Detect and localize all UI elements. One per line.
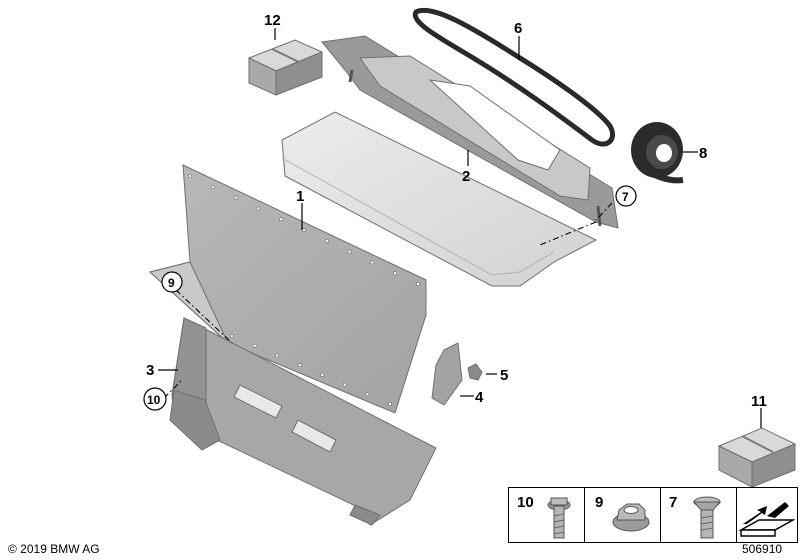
flange-bolt-icon (547, 497, 571, 539)
part-4-bracket (431, 342, 463, 406)
legend-item-10: 10 (509, 488, 585, 542)
part-8-tape-roll (631, 122, 684, 184)
fastener-legend: 10 9 7 (508, 487, 798, 543)
callout-9: 9 (168, 276, 175, 290)
part-3-bracket (169, 317, 437, 526)
legend-number: 7 (669, 494, 678, 511)
image-number: 506910 (742, 542, 783, 556)
part-5-clip (467, 363, 483, 381)
rivet-hole (302, 228, 306, 232)
callout-10: 10 (147, 393, 161, 407)
direction-arrow-icon (738, 502, 795, 537)
rivet-hole (210, 184, 215, 189)
callout-8: 8 (699, 145, 707, 162)
rivet-hole (252, 343, 257, 348)
callout-2: 2 (462, 168, 470, 185)
leader-lines (158, 28, 762, 428)
callout-7: 7 (622, 190, 629, 204)
callout-5: 5 (500, 367, 508, 384)
rivet-hole (279, 217, 284, 222)
legend-number: 9 (595, 494, 604, 511)
rivet-hole (230, 334, 234, 338)
rivet-hole (256, 206, 261, 211)
rivet-hole (347, 249, 352, 254)
part-2-frame (321, 35, 619, 229)
callout-10-circle: 10 (143, 387, 167, 411)
countersunk-screw-icon (692, 496, 722, 539)
rivet-hole (233, 195, 238, 200)
callout-4: 4 (475, 389, 484, 406)
callout-7-circle: 7 (615, 185, 637, 207)
part-12-box (247, 39, 324, 96)
rivet-hole (365, 392, 370, 397)
rivet-hole (388, 402, 392, 406)
flange-nut-icon (612, 503, 650, 532)
rivet-hole (416, 282, 420, 286)
legend-item-7: 7 (661, 488, 737, 542)
legend-item-9: 9 (585, 488, 661, 542)
callout-3: 3 (146, 362, 154, 379)
rivet-hole (393, 271, 398, 276)
rivet-hole (275, 353, 280, 358)
callout-6: 6 (514, 20, 522, 37)
callout-9-circle: 9 (161, 271, 183, 293)
rivet-hole (320, 372, 325, 377)
rivet-hole (188, 174, 192, 178)
part-6-seal (412, 7, 616, 147)
part-2-tray (281, 111, 598, 287)
callout-11: 11 (751, 393, 767, 410)
rivet-hole (370, 260, 375, 265)
rivet-hole (342, 382, 347, 387)
copyright-text: © 2019 BMW AG (8, 542, 100, 556)
part-11-box (717, 427, 797, 488)
legend-item-direction (737, 488, 797, 542)
rivet-hole (324, 238, 329, 243)
callout-1: 1 (296, 188, 304, 205)
legend-number: 10 (517, 494, 534, 511)
callout-12: 12 (264, 12, 281, 29)
rivet-hole (297, 363, 302, 368)
